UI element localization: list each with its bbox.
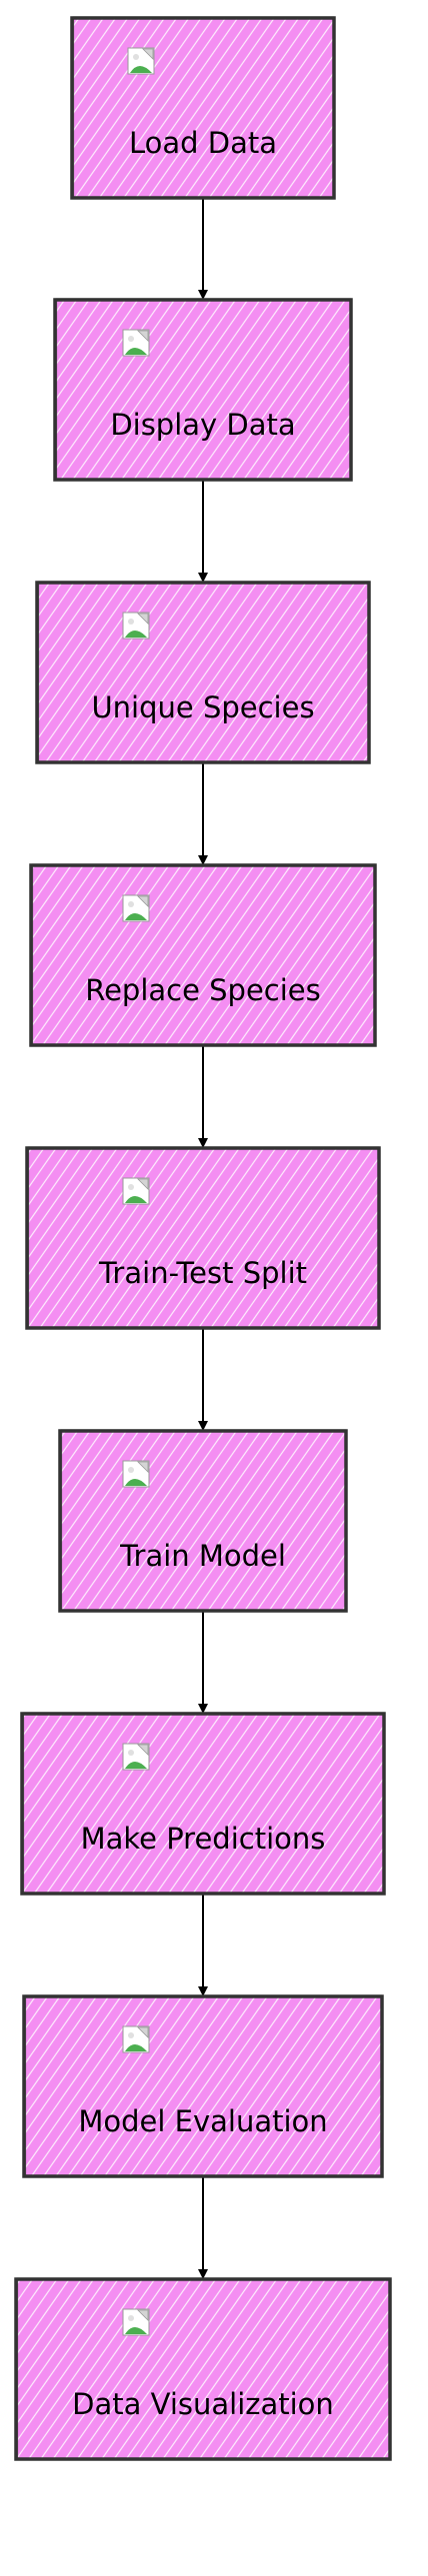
broken-image-icon bbox=[122, 612, 150, 640]
broken-image-icon bbox=[122, 1177, 150, 1205]
node-label: Display Data bbox=[110, 408, 295, 442]
node-label: Replace Species bbox=[85, 973, 321, 1007]
node-box-sketch-outline bbox=[31, 863, 376, 1047]
broken-image-icon bbox=[122, 1460, 150, 1488]
broken-image-icon bbox=[122, 2308, 150, 2336]
node-unique-species: Unique Species bbox=[35, 581, 371, 764]
node-load-data: Load Data bbox=[70, 16, 336, 200]
node-label: Unique Species bbox=[91, 690, 314, 724]
node-label: Model Evaluation bbox=[78, 2104, 327, 2138]
node-box bbox=[70, 16, 336, 200]
node-box-sketch-outline bbox=[16, 2277, 391, 2461]
node-box bbox=[58, 1429, 348, 1613]
broken-image-icon bbox=[122, 329, 150, 357]
node-box-sketch-outline bbox=[55, 298, 352, 482]
node-box-sketch-outline bbox=[27, 1146, 380, 1330]
broken-image-icon bbox=[122, 2025, 150, 2053]
node-box-sketch-outline bbox=[60, 1429, 347, 1613]
node-label: Train Model bbox=[119, 1539, 286, 1573]
node-data-visualization: Data Visualization bbox=[14, 2277, 392, 2461]
node-box bbox=[20, 1712, 386, 1896]
node-label: Load Data bbox=[129, 126, 277, 160]
node-box bbox=[14, 2277, 392, 2461]
node-box-sketch-outline bbox=[72, 16, 335, 200]
node-box bbox=[22, 1994, 384, 2178]
node-train-model: Train Model bbox=[58, 1429, 348, 1613]
node-label: Data Visualization bbox=[72, 2387, 334, 2421]
node-box bbox=[35, 581, 371, 764]
node-box-sketch-outline bbox=[22, 1712, 385, 1896]
node-make-predictions: Make Predictions bbox=[20, 1712, 386, 1896]
broken-image-icon bbox=[127, 47, 155, 75]
node-display-data: Display Data bbox=[53, 298, 353, 482]
node-box bbox=[25, 1146, 381, 1330]
node-box-sketch-outline bbox=[24, 1994, 383, 2178]
node-model-evaluation: Model Evaluation bbox=[22, 1994, 384, 2178]
node-label: Train-Test Split bbox=[98, 1256, 307, 1290]
node-train-test-split: Train-Test Split bbox=[25, 1146, 381, 1330]
broken-image-icon bbox=[122, 894, 150, 922]
broken-image-icon bbox=[122, 1743, 150, 1771]
node-box bbox=[29, 863, 377, 1047]
node-replace-species: Replace Species bbox=[29, 863, 377, 1047]
node-box bbox=[53, 298, 353, 482]
node-box-sketch-outline bbox=[37, 581, 370, 764]
node-label: Make Predictions bbox=[81, 1822, 326, 1856]
